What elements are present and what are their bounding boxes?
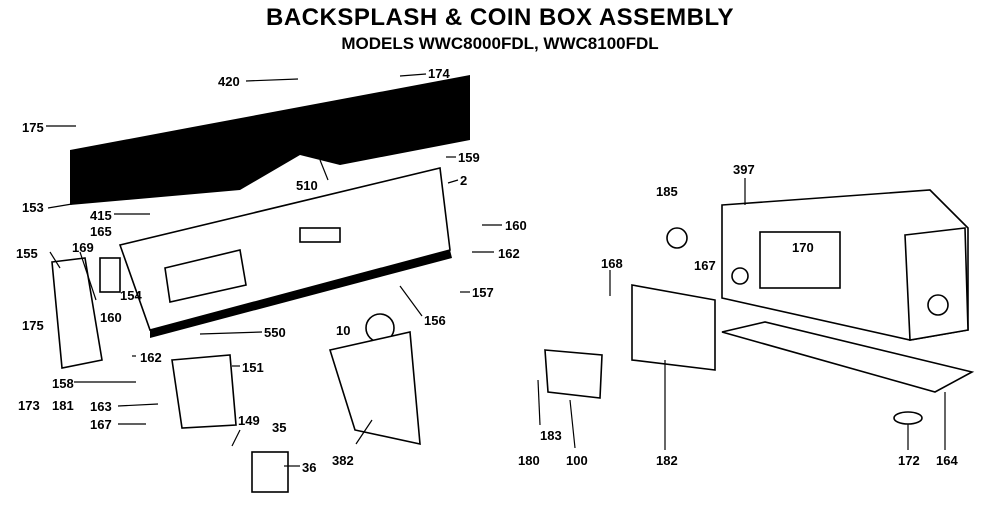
callout-420: 420 — [218, 74, 240, 89]
leader-lines — [46, 73, 946, 467]
circuit-board — [721, 321, 975, 393]
coin-slot-round — [927, 294, 949, 316]
cover-plate — [328, 331, 421, 446]
diagram-title: BACKSPLASH & COIN BOX ASSEMBLY — [266, 4, 734, 31]
callout-168: 168 — [601, 256, 623, 271]
callout-160: 160 — [505, 218, 527, 233]
callout-159: 159 — [458, 150, 480, 165]
callout-149: 149 — [238, 413, 260, 428]
side-bracket — [51, 257, 103, 369]
callout-157: 157 — [472, 285, 494, 300]
callout-167: 167 — [90, 417, 112, 432]
coin-lock — [251, 451, 289, 493]
callout-510: 510 — [296, 178, 318, 193]
backsplash-panel — [70, 75, 470, 205]
coin-box-front-face — [904, 227, 969, 341]
callout-163: 163 — [90, 399, 112, 414]
callout-165: 165 — [90, 224, 112, 239]
callout-2: 2 — [460, 173, 467, 188]
housing-hole — [731, 267, 749, 285]
control-panel-bottom-strip — [150, 250, 452, 338]
callout-151: 151 — [242, 360, 264, 375]
callout-183: 183 — [540, 428, 562, 443]
mount-bracket — [99, 257, 121, 293]
callout-169: 169 — [72, 240, 94, 255]
callout-185: 185 — [656, 184, 678, 199]
callout-172: 172 — [898, 453, 920, 468]
control-panel-window — [164, 249, 247, 303]
callout-162: 162 — [140, 350, 162, 365]
coin-acceptor — [544, 349, 603, 399]
foot-pad — [893, 411, 923, 425]
callout-164: 164 — [936, 453, 958, 468]
diagram-subtitle: MODELS WWC8000FDL, WWC8100FDL — [341, 34, 659, 53]
callout-162: 162 — [498, 246, 520, 261]
callout-160: 160 — [100, 310, 122, 325]
callout-181: 181 — [52, 398, 74, 413]
callout-182: 182 — [656, 453, 678, 468]
mounting-plate — [631, 284, 716, 371]
callout-175: 175 — [22, 318, 44, 333]
coin-ring — [666, 227, 688, 249]
callout-167: 167 — [694, 258, 716, 273]
callout-382: 382 — [332, 453, 354, 468]
coin-vault-opening — [759, 231, 841, 289]
callout-35: 35 — [272, 420, 286, 435]
coin-drawer-plate — [171, 354, 237, 429]
callout-550: 550 — [264, 325, 286, 340]
callout-180: 180 — [518, 453, 540, 468]
callout-173: 173 — [18, 398, 40, 413]
callout-158: 158 — [52, 376, 74, 391]
callout-397: 397 — [733, 162, 755, 177]
callout-154: 154 — [120, 288, 142, 303]
callout-415: 415 — [90, 208, 112, 223]
callout-170: 170 — [792, 240, 814, 255]
callout-10: 10 — [336, 323, 350, 338]
callout-36: 36 — [302, 460, 316, 475]
callout-155: 155 — [16, 246, 38, 261]
callout-174: 174 — [428, 66, 450, 81]
callout-100: 100 — [566, 453, 588, 468]
callout-156: 156 — [424, 313, 446, 328]
control-panel-display — [299, 227, 341, 243]
callout-153: 153 — [22, 200, 44, 215]
callout-175: 175 — [22, 120, 44, 135]
